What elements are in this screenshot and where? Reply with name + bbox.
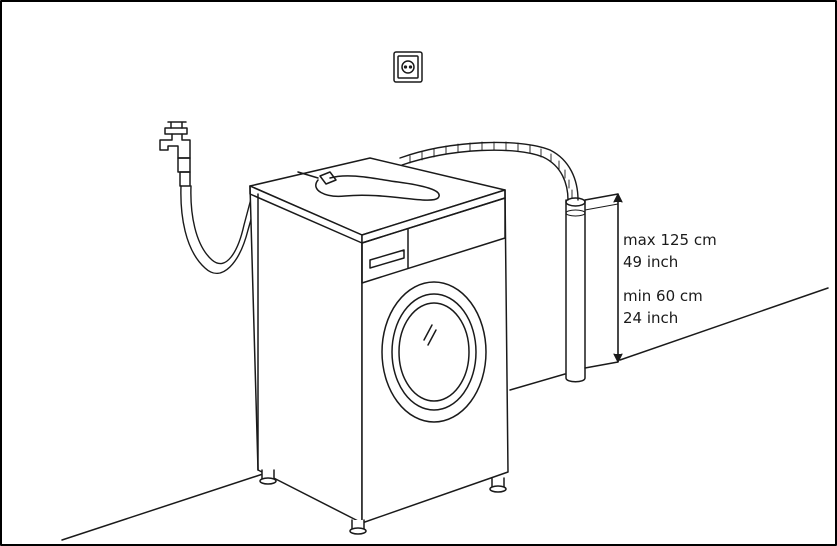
drain-hose: [399, 141, 579, 201]
max-height-inch-label: 49 inch: [623, 253, 679, 271]
water-tap-icon: [159, 121, 191, 187]
min-height-inch-label: 24 inch: [623, 309, 679, 327]
power-socket-icon: [393, 51, 423, 83]
min-height-cm-label: min 60 cm: [623, 287, 703, 305]
machine-door: [381, 281, 487, 423]
max-height-cm-label: max 125 cm: [623, 231, 717, 249]
height-dimension-arrow: [613, 193, 623, 363]
inlet-hose: [180, 185, 259, 274]
drain-standpipe: [565, 193, 619, 383]
floor-line: [61, 287, 829, 541]
machine-feet: [259, 469, 507, 535]
